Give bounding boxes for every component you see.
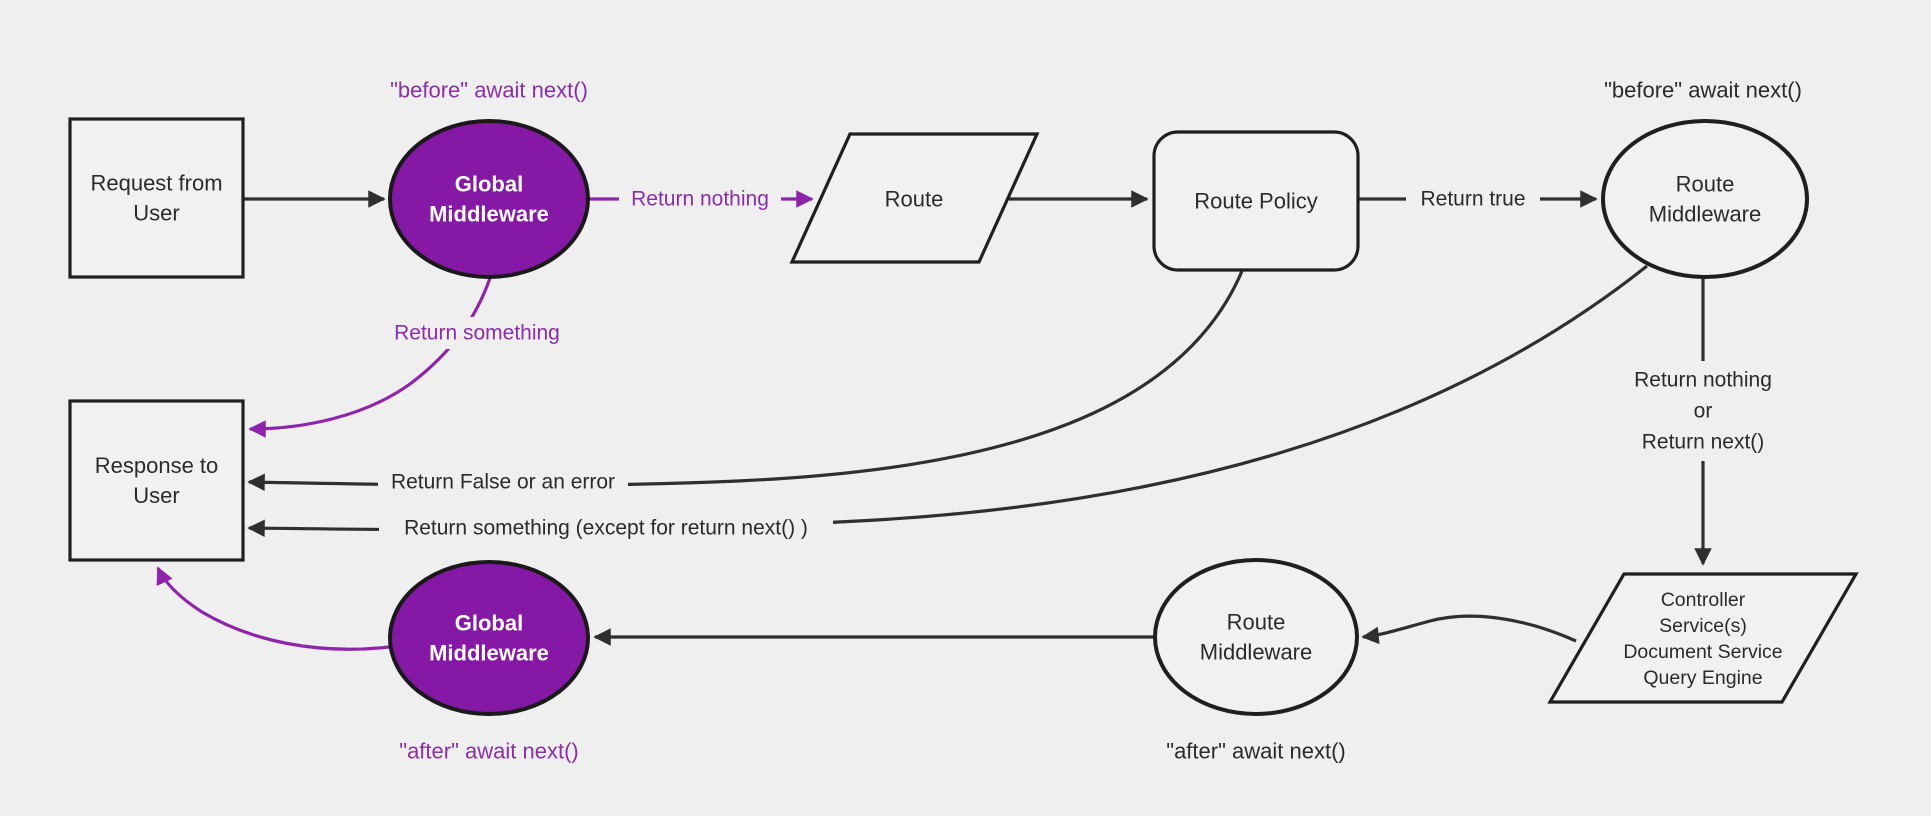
edge-label-bg [1406, 183, 1540, 215]
global-middleware-after-label: Middleware [429, 641, 549, 666]
global-middleware-before-label: Middleware [429, 202, 549, 227]
edge-label-text: Return next() [1642, 431, 1765, 454]
global-middleware-after-label: Global [455, 611, 523, 636]
caption-after-await-next-global: "after" await next() [399, 739, 578, 764]
route-middleware-before-label: Route [1676, 172, 1735, 197]
edge-label-return-true: Return true [1406, 183, 1540, 215]
edge-label-bg [378, 466, 628, 498]
route-middleware-after-label: Route [1227, 610, 1286, 635]
global-middleware-after-shape [388, 560, 590, 716]
route-label: Route [885, 187, 944, 212]
controller-services-shape [1547, 572, 1859, 704]
edge-label-text: Return true [1420, 188, 1525, 211]
edge-label-text: Return something (except for return next… [404, 517, 808, 540]
edge-label-text: Return nothing [1634, 369, 1772, 392]
controller-services-label: Query Engine [1643, 667, 1762, 689]
request-from-user-label: Request from [90, 171, 222, 196]
edge-label-bg [380, 317, 574, 349]
route-middleware-after-shape [1153, 558, 1359, 716]
response-to-user-label: Response to [95, 453, 219, 478]
edge-label-text: Return nothing [631, 188, 769, 211]
caption-before-await-next-route: "before" await next() [1604, 78, 1802, 103]
node-response-to-user: Response to User [68, 399, 245, 562]
route-policy-label: Route Policy [1194, 189, 1318, 214]
edge-global-to-response-before [248, 277, 492, 438]
controller-services-label: Document Service [1623, 641, 1782, 663]
edge-global-to-response-after [156, 566, 390, 651]
edge-label-return-something: Return something [380, 317, 574, 349]
node-route: Route [789, 132, 1040, 264]
response-to-user-shape [68, 399, 245, 562]
route-middleware-before-label: Middleware [1649, 202, 1762, 227]
controller-services-label: Service(s) [1659, 615, 1747, 637]
edge-label-return-nothing: Return nothing [619, 183, 781, 215]
edge-label-bg [619, 183, 781, 215]
controller-services-label: Controller [1661, 589, 1746, 611]
edge-policy-to-response [247, 270, 1244, 492]
request-from-user-shape [68, 117, 245, 279]
edge-label-return-false-or-error: Return False or an error [378, 466, 628, 498]
route-policy-shape [1152, 130, 1360, 272]
edge-label-text: Return something [394, 322, 560, 345]
edge-label-text: Return False or an error [391, 471, 615, 494]
caption-after-await-next-route: "after" await next() [1166, 739, 1345, 764]
route-middleware-before-shape [1601, 119, 1809, 279]
route-middleware-after-label: Middleware [1200, 640, 1313, 665]
global-middleware-before-label: Global [455, 172, 523, 197]
response-to-user-label: User [133, 483, 179, 508]
request-from-user-label: User [133, 201, 179, 226]
edge-label-text: or [1694, 400, 1713, 423]
global-middleware-before-shape [388, 119, 590, 279]
edge-label-bg [1612, 361, 1794, 461]
route-shape [789, 132, 1040, 264]
caption-before-await-next-global: "before" await next() [390, 78, 588, 103]
node-route-policy: Route Policy [1152, 130, 1360, 272]
edge-controller-to-route-middleware [1361, 614, 1577, 645]
edge-label-bg [379, 512, 833, 544]
edge-label-return-something-except: Return something (except for return next… [379, 512, 833, 544]
